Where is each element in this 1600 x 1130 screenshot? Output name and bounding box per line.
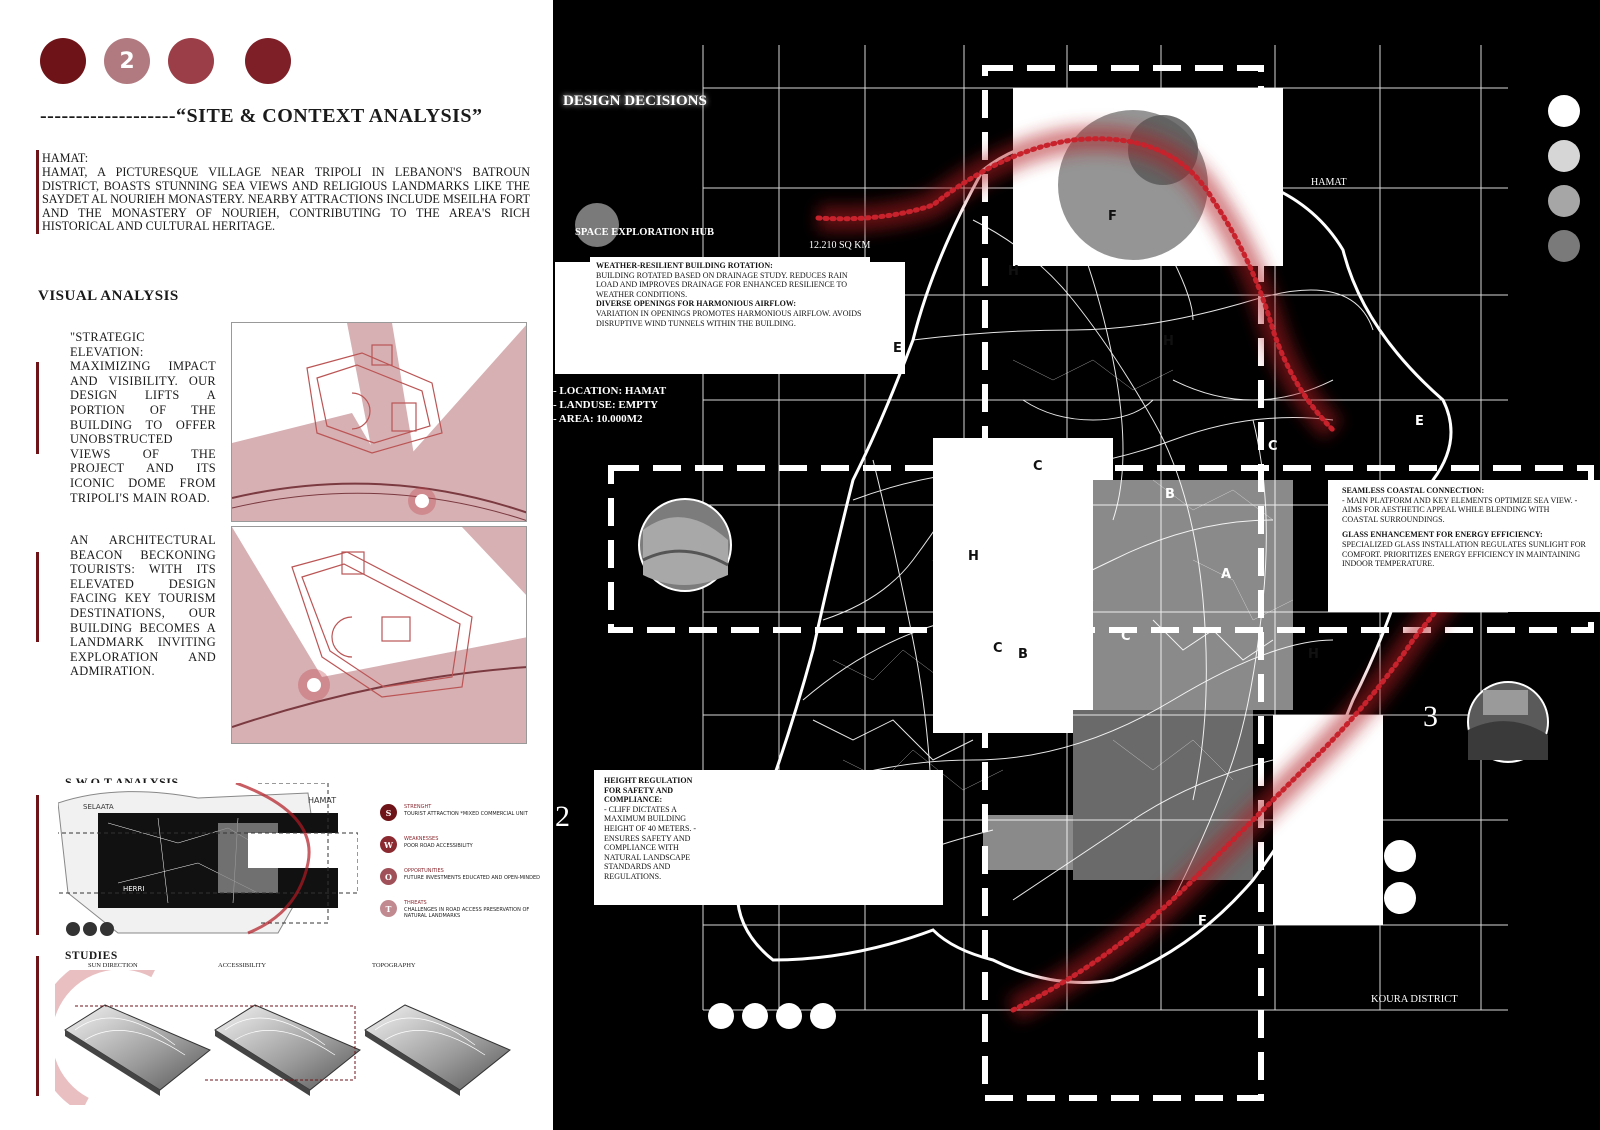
zone-letter: H	[1308, 647, 1319, 662]
page-title: -------------------“SITE & CONTEXT ANALY…	[40, 105, 483, 127]
gradient-dot-2	[1548, 140, 1580, 172]
study-label-access: ACCESSIBILITY	[218, 962, 267, 969]
zone-letter: A	[1221, 567, 1231, 582]
studies-diagrams	[55, 970, 511, 1105]
zone-letter: H	[1008, 264, 1019, 279]
swot-dot-c	[100, 922, 114, 936]
site-landuse: - LANDUSE: EMPTY	[553, 399, 659, 411]
swot-letter: S	[380, 804, 397, 821]
swot-letter: O	[380, 868, 397, 885]
site-info: - LOCATION: HAMAT - LANDUSE: EMPTY - ARE…	[553, 384, 666, 426]
intro-body: HAMAT, A PICTURESQUE VILLAGE NEAR TRIPOL…	[42, 165, 530, 234]
swot-map-label-1: SELAATA	[83, 803, 114, 811]
swot-name: WEAKNESSES	[404, 836, 439, 842]
zone-letter: C	[1033, 459, 1043, 474]
zone-letter: E	[1415, 414, 1424, 429]
site-area: - AREA: 10.000M2	[553, 413, 643, 425]
terrain-3	[364, 1004, 511, 1096]
visual-map-1	[231, 322, 527, 522]
terrain-1	[64, 1004, 211, 1096]
intro-rule	[36, 150, 39, 234]
step-number-3: 3	[1423, 700, 1438, 733]
box2-heading: HEIGHT REGULATION FOR SAFETY AND COMPLIA…	[604, 776, 693, 805]
swot-map-label-3: HERRI	[123, 885, 144, 893]
swot-desc: CHALLENGES IN ROAD ACCESS PRESERVATION O…	[404, 907, 530, 919]
intro-heading: HAMAT:	[42, 151, 89, 165]
swot-desc: FUTURE INVESTMENTS EDUCATED AND OPEN-MIN…	[404, 875, 541, 881]
swot-letter: T	[380, 900, 397, 917]
white-dot-c	[708, 1003, 734, 1029]
zone-letter: C	[993, 641, 1003, 656]
koura-label: KOURA DISTRICT	[1371, 994, 1458, 1005]
studies-rule	[36, 956, 39, 1096]
swot-desc: TOURIST ATTRACTION *MIXED COMMERCIAL UNI…	[404, 811, 528, 817]
box1-heading-2: DIVERSE OPENINGS FOR HARMONIOUS AIRFLOW:	[596, 299, 797, 309]
zone-letter: H	[1163, 334, 1174, 349]
visual-rule-1	[36, 362, 39, 454]
decision-box-3: SEAMLESS COASTAL CONNECTION: - MAIN PLAT…	[1328, 480, 1600, 612]
swot-name: OPPORTUNITIES	[404, 868, 444, 874]
step-dot-4	[245, 38, 291, 84]
hub-label: SPACE EXPLORATION HUB	[575, 227, 715, 238]
swot-dot-b	[83, 922, 97, 936]
zone-letter: B	[1018, 647, 1028, 662]
step-number-2: 2	[555, 800, 570, 833]
zone-letter: E	[893, 341, 902, 356]
visual-text-2: AN ARCHITECTURAL BEACON BECKONING TOURIS…	[70, 533, 216, 679]
decision-box-1: WEATHER-RESILIENT BUILDING ROTATION: BUI…	[590, 257, 870, 373]
box2-text: - CLIFF DICTATES A MAXIMUM BUILDING HEIG…	[604, 804, 697, 881]
visual-rule-2	[36, 552, 39, 642]
study-label-topo: TOPOGRAPHY	[372, 962, 416, 969]
box3-heading-2: GLASS ENHANCEMENT FOR ENERGY EFFICIENCY:	[1342, 530, 1543, 540]
box3-text-1: - MAIN PLATFORM AND KEY ELEMENTS OPTIMIZ…	[1342, 495, 1578, 524]
swot-map: SELAATA HAMAT HERRI	[58, 783, 358, 938]
zone-letter: F	[1108, 209, 1117, 224]
hamat-label: HAMAT	[1311, 177, 1347, 188]
swot-name: STRENGHT	[404, 804, 432, 810]
zone-letter: F	[1198, 914, 1207, 929]
design-decisions-panel: F H H E E C C B H A C B H F C DESIGN DEC…	[553, 0, 1600, 1130]
decision-box-2: HEIGHT REGULATION FOR SAFETY AND COMPLIA…	[594, 770, 709, 905]
design-decisions-heading: DESIGN DECISIONS	[563, 93, 707, 109]
white-dot-a	[1384, 840, 1416, 872]
white-dot-d	[742, 1003, 768, 1029]
box3-heading-1: SEAMLESS COASTAL CONNECTION:	[1342, 486, 1485, 495]
white-dot-e	[776, 1003, 802, 1029]
step-dot-2: 2	[104, 38, 150, 84]
zone-letter: C	[1268, 439, 1278, 454]
visual-map-2	[231, 526, 527, 744]
step-number-1: 1	[557, 295, 572, 328]
box1-heading-1: WEATHER-RESILIENT BUILDING ROTATION:	[596, 261, 773, 270]
studies-heading: STUDIES	[65, 950, 118, 962]
swot-map-label-2: HAMAT	[308, 796, 336, 805]
area-label: 12.210 SQ KM	[809, 240, 871, 251]
step-dot-1	[40, 38, 86, 84]
swot-dot-a	[66, 922, 80, 936]
gradient-dot-3	[1548, 185, 1580, 217]
site-location: - LOCATION: HAMAT	[553, 385, 667, 397]
box3-text-2: SPECIALIZED GLASS INSTALLATION REGULATES…	[1342, 539, 1586, 569]
gradient-dot-4	[1548, 230, 1580, 262]
gradient-dot-1	[1548, 95, 1580, 127]
white-dot-b	[1384, 882, 1416, 914]
zone-letter: C	[1121, 629, 1131, 644]
analysis-panel: 2 -------------------“SITE & CONTEXT ANA…	[0, 0, 553, 1130]
swot-desc: POOR ROAD ACCESSIBILITY	[404, 843, 473, 849]
visual-analysis-heading: VISUAL ANALYSIS	[38, 288, 179, 304]
box1-text-1: BUILDING ROTATED BASED ON DRAINAGE STUDY…	[596, 270, 848, 299]
swot-name: THREATS	[404, 900, 427, 906]
swot-letter: W	[380, 836, 397, 853]
step-dot-3	[168, 38, 214, 84]
white-dot-f	[810, 1003, 836, 1029]
zone-letter: B	[1165, 487, 1175, 502]
swot-rule	[36, 795, 39, 935]
study-label-sun: SUN DIRECTION	[88, 962, 138, 969]
box1-text-2: VARIATION IN OPENINGS PROMOTES HARMONIOU…	[596, 308, 862, 328]
terrain-2	[214, 1004, 361, 1096]
visual-text-1: "STRATEGIC ELEVATION: MAXIMIZING IMPACT …	[70, 330, 216, 505]
zone-letter: H	[968, 549, 979, 564]
